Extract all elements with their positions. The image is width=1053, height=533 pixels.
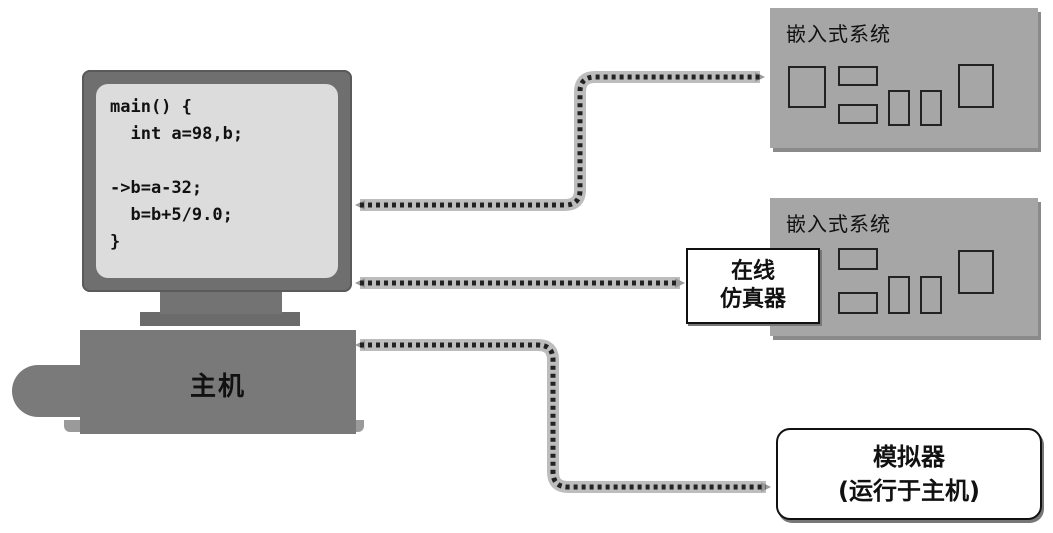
embedded-system-board-1: 嵌入式系统: [770, 8, 1038, 148]
code-line: b=b+5/9.0;: [110, 202, 243, 229]
chip: [958, 64, 994, 108]
chip: [838, 66, 878, 86]
chip: [788, 66, 826, 108]
in-circuit-emulator-box: 在线 仿真器: [686, 248, 820, 324]
monitor-stand-foot: [140, 312, 300, 326]
source-code: main() { int a=98,b; ->b=a-32; b=b+5/9.0;…: [110, 94, 243, 256]
code-line: main() {: [110, 94, 243, 121]
code-line: }: [110, 229, 243, 256]
chip: [838, 248, 878, 270]
chip: [920, 276, 942, 314]
embedded-system-title: 嵌入式系统: [786, 208, 891, 237]
code-line: [110, 148, 243, 175]
link-embedded-system-1: [360, 77, 760, 205]
code-line: ->b=a-32;: [110, 175, 243, 202]
chip: [888, 276, 910, 314]
chip: [958, 250, 994, 294]
simulator-box: 模拟器 (运行于主机): [776, 428, 1042, 520]
chip: [920, 90, 942, 126]
chip: [838, 292, 878, 314]
monitor-stand-neck: [160, 292, 282, 314]
emulator-label-line1: 在线: [731, 258, 775, 286]
chip: [838, 104, 878, 124]
chip: [888, 90, 910, 126]
host-label: 主机: [80, 366, 356, 403]
simulator-label-line1: 模拟器: [873, 440, 945, 474]
code-line: int a=98,b;: [110, 121, 243, 148]
embedded-system-title: 嵌入式系统: [786, 18, 891, 47]
emulator-label-line2: 仿真器: [720, 286, 786, 314]
link-simulator: [360, 345, 766, 487]
simulator-label-line2: (运行于主机): [838, 474, 980, 508]
